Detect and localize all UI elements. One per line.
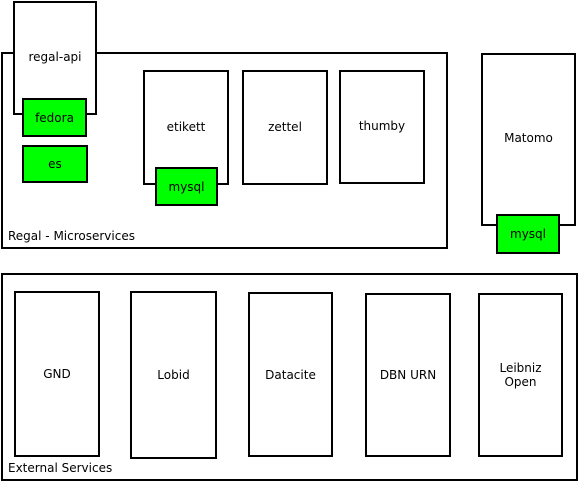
dbn-urn-service: DBN URN [365, 293, 451, 457]
thumby-box [339, 70, 425, 184]
etikett-mysql-db: mysql [155, 167, 218, 206]
gnd-service: GND [14, 291, 100, 457]
external-services-label: External Services [8, 461, 113, 475]
dbn-urn-label: DBN URN [379, 368, 437, 382]
lobid-label: Lobid [157, 368, 190, 382]
leibniz-open-label: Leibniz Open [499, 361, 542, 389]
matomo-mysql-db: mysql [496, 214, 560, 254]
gnd-label: GND [43, 367, 71, 381]
fedora-db: fedora [22, 98, 87, 137]
es-db: es [22, 145, 88, 183]
zettel-box [242, 70, 328, 185]
regal-api-label: regal-api [28, 50, 82, 64]
zettel-label: zettel [268, 120, 302, 134]
etikett-label: etikett [166, 120, 206, 134]
matomo-box [481, 53, 576, 226]
regal-microservices-label: Regal - Microservices [8, 229, 135, 243]
leibniz-open-service: Leibniz Open [478, 293, 563, 457]
lobid-service: Lobid [130, 291, 217, 459]
thumby-label: thumby [358, 119, 406, 133]
regal-api-box [13, 1, 97, 115]
datacite-service: Datacite [248, 292, 333, 457]
matomo-label: Matomo [504, 131, 553, 145]
datacite-label: Datacite [265, 367, 316, 382]
